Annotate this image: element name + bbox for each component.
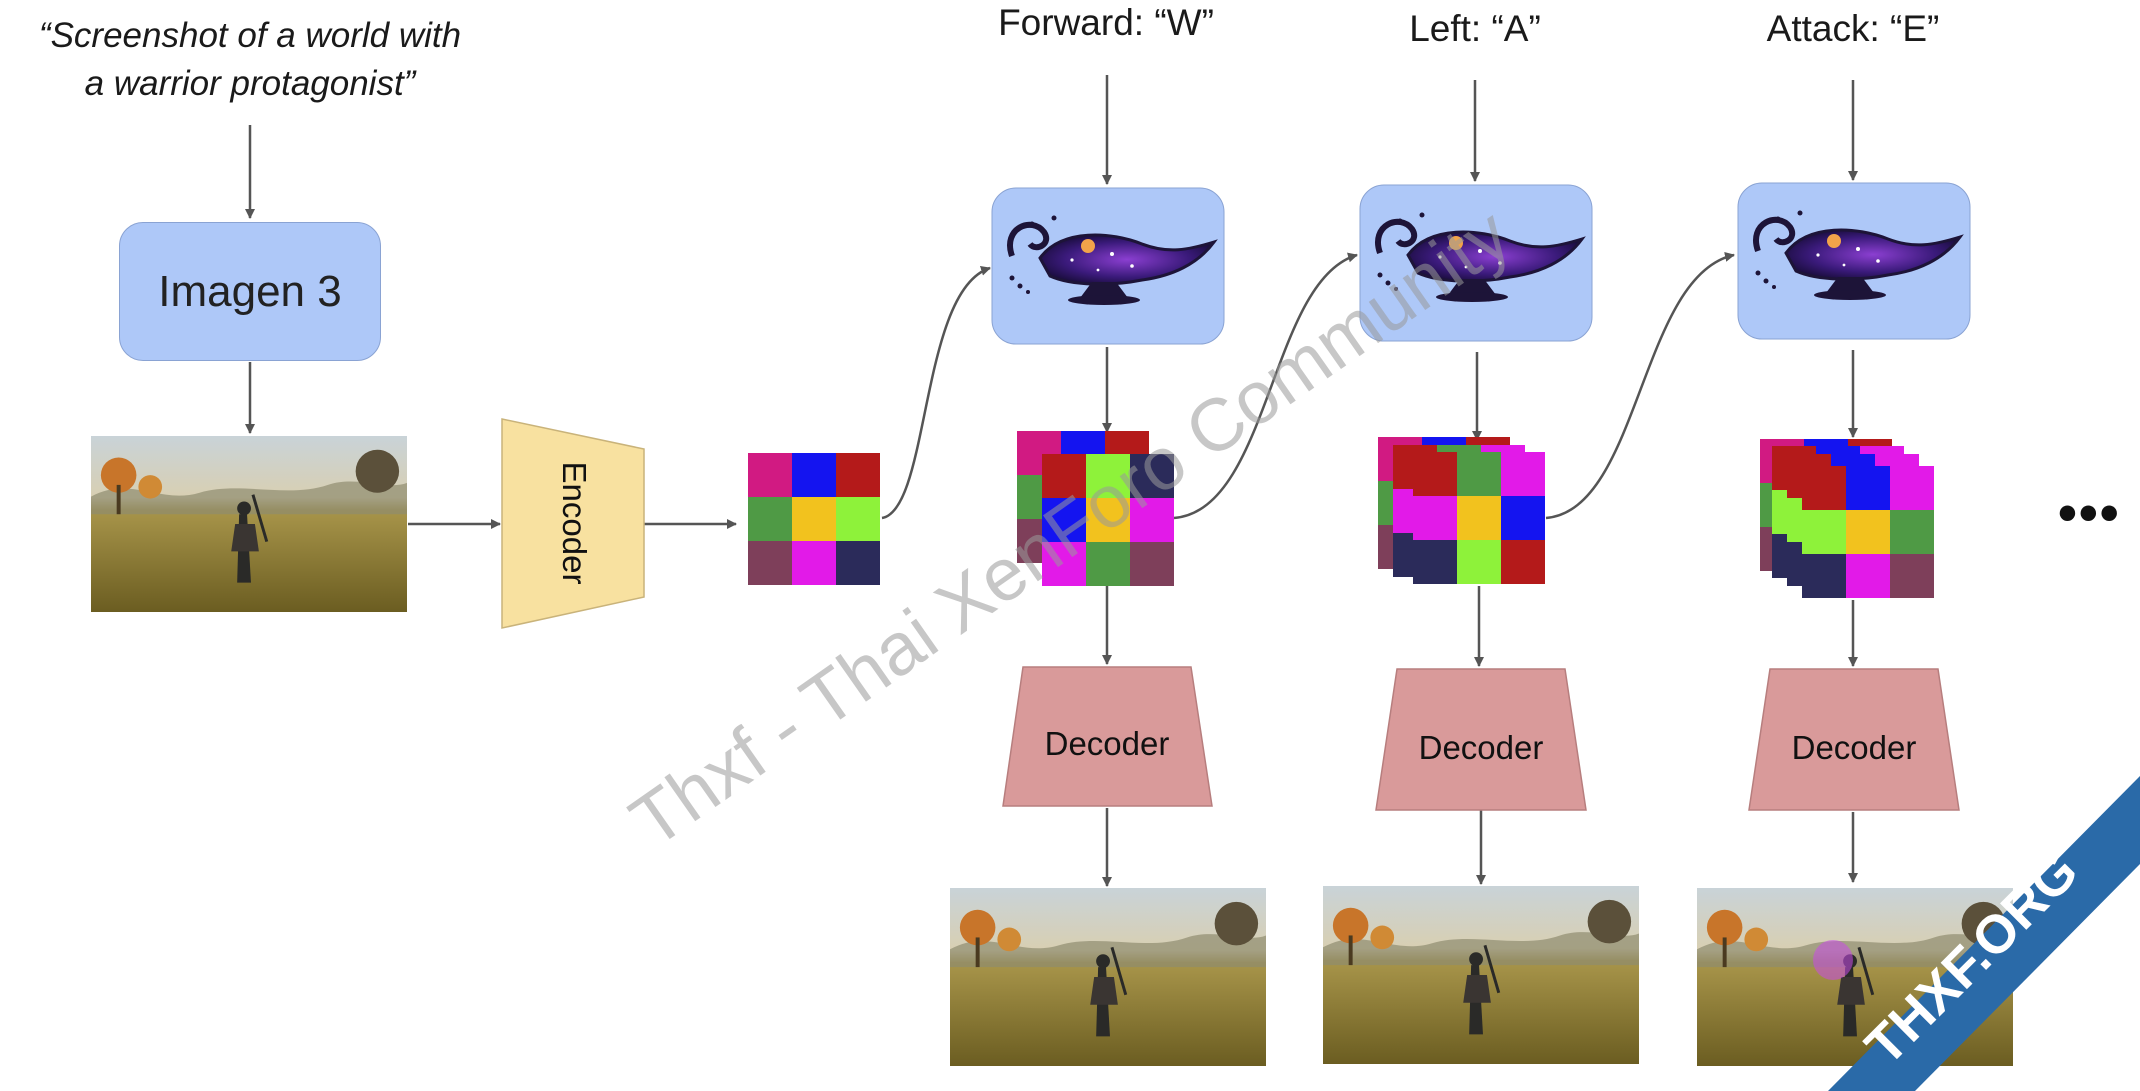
curve-latent1-to-genie2 [1173, 252, 1358, 520]
latent-cell [1130, 454, 1174, 498]
prompt-text: “Screenshot of a world with a warrior pr… [0, 12, 500, 108]
output-frame-2 [1323, 886, 1639, 1064]
latent-cell [1457, 452, 1501, 496]
curve-latent0-to-genie1 [881, 265, 991, 520]
decoder-shape-2 [1375, 668, 1587, 811]
latent-grid-step2-front [1413, 452, 1545, 584]
latent-cell [836, 541, 880, 585]
decoder-label-2: Decoder [1418, 729, 1544, 766]
decoder-label-1: Decoder [1044, 725, 1170, 762]
latent-cell [1802, 466, 1846, 510]
encoder-label: Encoder [556, 461, 593, 585]
latent-cell [836, 453, 880, 497]
imagen-label: Imagen 3 [158, 266, 342, 316]
genie-box-2 [1359, 184, 1593, 342]
latent-cell [1890, 554, 1934, 598]
output-frame-3 [1697, 888, 2013, 1066]
decoder-shape-3 [1748, 668, 1960, 811]
latent-cell [1501, 452, 1545, 496]
latent-cell [1413, 496, 1457, 540]
latent-cell [1501, 496, 1545, 540]
latent-cell [1846, 554, 1890, 598]
curve-latent2-to-genie3 [1545, 252, 1735, 520]
latent-cell [748, 497, 792, 541]
latent-grid-initial [748, 453, 880, 585]
action-label-attack: Attack: “E” [1766, 8, 1940, 49]
latent-cell [748, 541, 792, 585]
latent-grids [748, 431, 1934, 598]
latent-cell [1890, 510, 1934, 554]
latent-cell [1413, 452, 1457, 496]
action-label-left: Left: “A” [1409, 8, 1541, 49]
genie-box-3 [1737, 182, 1971, 340]
latent-cell [748, 453, 792, 497]
initial-screenshot [91, 436, 407, 612]
latent-cell [1086, 454, 1130, 498]
decoder-label-3: Decoder [1791, 729, 1917, 766]
latent-cell [836, 497, 880, 541]
latent-cell [1802, 510, 1846, 554]
output-frame-1 [950, 888, 1266, 1066]
latent-cell [1457, 540, 1501, 584]
latent-cell [792, 497, 836, 541]
latent-cell [1413, 540, 1457, 584]
latent-grid-step1-front [1042, 454, 1174, 586]
latent-cell [792, 453, 836, 497]
decoder-shape-1 [1002, 666, 1213, 807]
action-label-forward: Forward: “W” [998, 2, 1214, 43]
latent-cell [1086, 498, 1130, 542]
prompt-line-2: a warrior protagonist” [84, 64, 416, 103]
latent-cell [1130, 498, 1174, 542]
latent-cell [1890, 466, 1934, 510]
latent-cell [792, 541, 836, 585]
prompt-line-1: “Screenshot of a world with [38, 16, 462, 55]
latent-cell [1501, 540, 1545, 584]
latent-cell [1846, 466, 1890, 510]
genie-box-1 [991, 187, 1225, 345]
latent-cell [1457, 496, 1501, 540]
latent-cell [1042, 542, 1086, 586]
latent-cell [1086, 542, 1130, 586]
continuation-ellipsis: ••• [2058, 483, 2121, 543]
latent-cell [1802, 554, 1846, 598]
imagen-box: Imagen 3 [119, 222, 381, 361]
latent-cell [1846, 510, 1890, 554]
latent-cell [1042, 498, 1086, 542]
latent-grid-step3-front [1802, 466, 1934, 598]
encoder-shape [501, 418, 645, 629]
latent-cell [1130, 542, 1174, 586]
latent-cell [1042, 454, 1086, 498]
